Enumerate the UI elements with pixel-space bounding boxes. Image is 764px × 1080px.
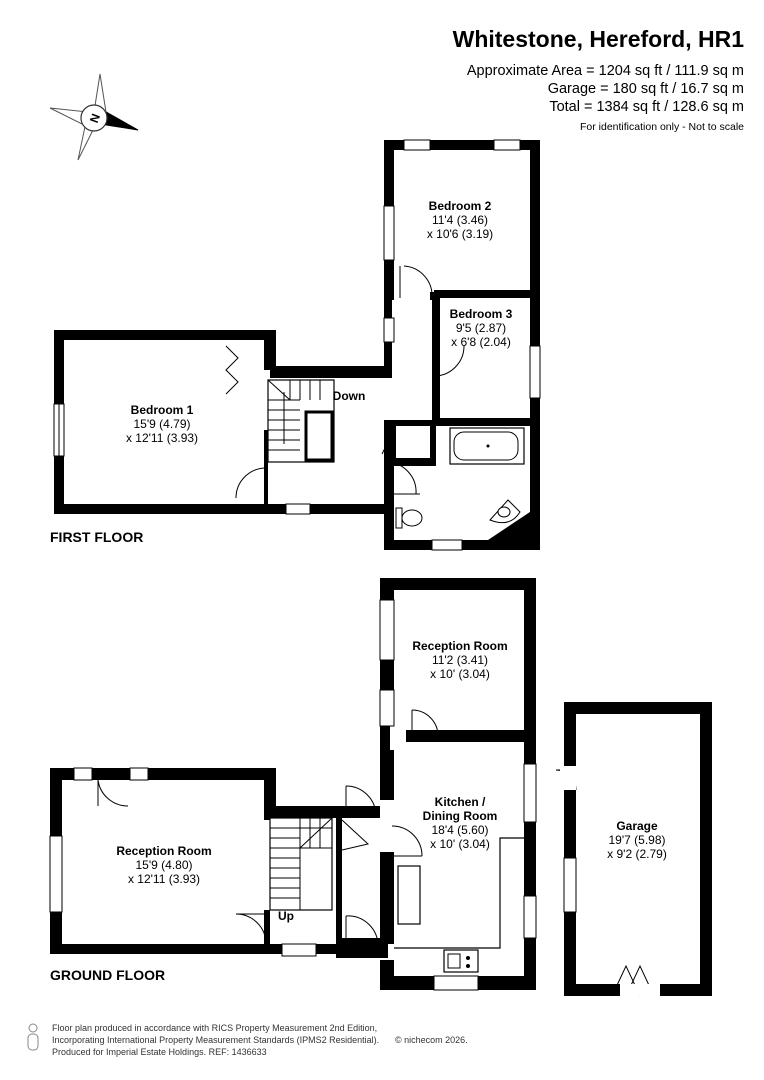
stairs-label: Up xyxy=(278,909,294,923)
info-icon xyxy=(27,1023,39,1051)
room-dimension: 15'9 (4.80) xyxy=(136,858,193,872)
compass-icon: N xyxy=(49,73,139,161)
room-dimension: 11'2 (3.41) xyxy=(432,653,488,667)
first-floor-plan: Bedroom 1 15'9 (4.79) x 12'11 (3.93) Bed… xyxy=(50,139,541,551)
scale-note: For identification only - Not to scale xyxy=(580,121,744,133)
room-dimension: x 10' (3.04) xyxy=(430,667,490,681)
property-title: Whitestone, Hereford, HR1 xyxy=(452,26,744,52)
room-dimension: x 12'11 (3.93) xyxy=(126,431,198,445)
room-name: Bedroom 1 xyxy=(131,403,194,417)
ground-floor-plan: Reception Room 15'9 (4.80) x 12'11 (3.93… xyxy=(49,578,712,997)
room-dimension: 9'5 (2.87) xyxy=(456,321,506,335)
floor-label: FIRST FLOOR xyxy=(50,529,143,545)
room-dimension: 11'4 (3.46) xyxy=(432,213,488,227)
area-main: Approximate Area = 1204 sq ft / 111.9 sq… xyxy=(466,63,744,79)
floor-label: GROUND FLOOR xyxy=(50,967,165,983)
room-name: Kitchen / xyxy=(435,795,486,809)
room-dimension: x 10'6 (3.19) xyxy=(427,227,493,241)
stairs-label: Down xyxy=(333,389,366,403)
room-name: Bedroom 3 xyxy=(450,307,513,321)
room-dimension: x 12'11 (3.93) xyxy=(128,872,200,886)
area-total: Total = 1384 sq ft / 128.6 sq m xyxy=(549,99,744,115)
room-dimension: 15'9 (4.79) xyxy=(134,417,191,431)
room-name: Garage xyxy=(616,819,658,833)
room-name: Dining Room xyxy=(423,809,498,823)
footer-line: Produced for Imperial Estate Holdings. R… xyxy=(52,1047,267,1057)
brand-credit: © nichecom 2026. xyxy=(395,1035,468,1045)
room-dimension: x 6'8 (2.04) xyxy=(451,335,511,349)
room-dimension: x 10' (3.04) xyxy=(430,837,490,851)
footer-line: Incorporating International Property Mea… xyxy=(52,1035,380,1045)
footer-line: Floor plan produced in accordance with R… xyxy=(52,1023,378,1033)
area-garage: Garage = 180 sq ft / 16.7 sq m xyxy=(547,81,744,97)
room-dimension: 18'4 (5.60) xyxy=(432,823,489,837)
room-dimension: 19'7 (5.98) xyxy=(609,833,666,847)
room-name: Reception Room xyxy=(116,844,211,858)
room-name: Bedroom 2 xyxy=(429,199,492,213)
room-dimension: x 9'2 (2.79) xyxy=(607,847,667,861)
room-name: Reception Room xyxy=(412,639,507,653)
